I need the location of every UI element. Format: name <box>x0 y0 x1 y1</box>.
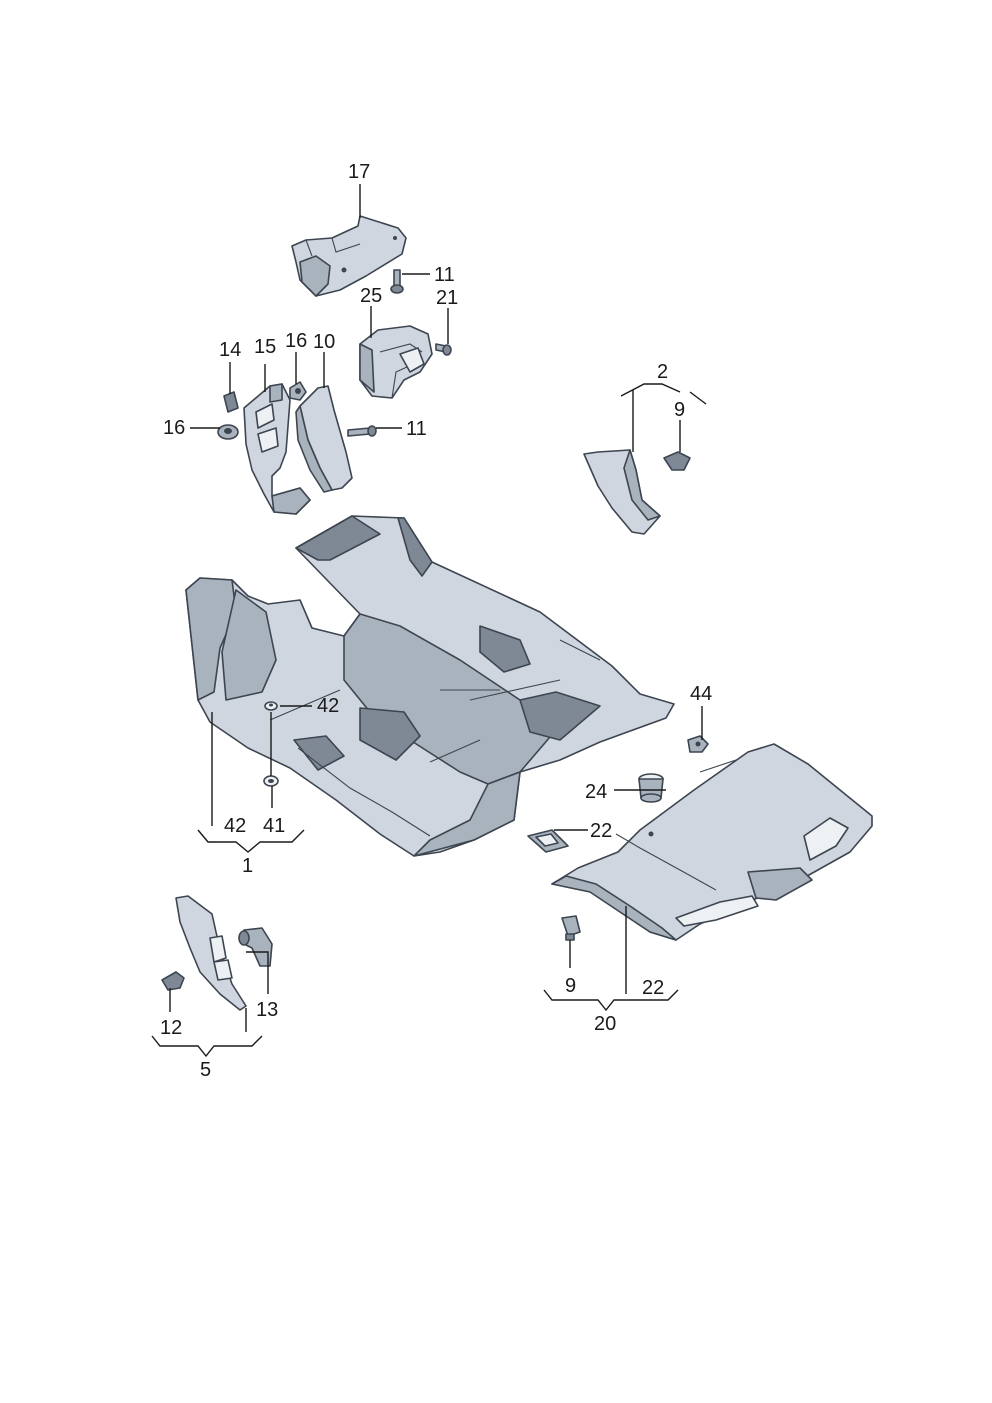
callout-10: 10 <box>313 331 335 353</box>
callout-12: 12 <box>160 1017 182 1039</box>
callout-11-mid: 11 <box>406 418 427 440</box>
part-12-clip <box>161 971 185 991</box>
leader-lines <box>151 184 707 1058</box>
part-25-bracket <box>359 325 433 399</box>
callout-5: 5 <box>200 1059 211 1081</box>
part-5-pillar-trim <box>175 895 247 1011</box>
callout-14: 14 <box>219 339 241 361</box>
callout-9-bottom: 9 <box>565 975 576 997</box>
callout-42-mid: 42 <box>317 695 339 717</box>
part-14-clip <box>223 391 239 413</box>
callout-25: 25 <box>360 285 382 307</box>
part-21-screw <box>435 343 452 356</box>
part-11-screw-mid <box>347 425 377 437</box>
part-2-pillar-trim <box>583 449 661 535</box>
part-16-nut-top <box>289 381 307 401</box>
callout-1: 1 <box>242 855 253 877</box>
part-11-screw-top <box>390 269 404 294</box>
callout-24: 24 <box>585 781 607 803</box>
callout-16-top: 16 <box>285 330 307 352</box>
part-13-grab-handle <box>238 927 273 967</box>
callout-11-top: 11 <box>434 264 455 286</box>
part-42-clip-mid <box>264 701 278 711</box>
callout-22-small: 22 <box>590 820 612 842</box>
callout-21: 21 <box>436 287 458 309</box>
callout-44: 44 <box>690 683 712 705</box>
part-16-nut-left <box>217 424 239 440</box>
callout-41: 41 <box>263 815 285 837</box>
callout-17: 17 <box>348 161 370 183</box>
part-20-luggage-floor <box>551 743 873 941</box>
part-17-shield <box>291 215 407 297</box>
callout-22-bottom: 22 <box>642 977 664 999</box>
callout-labels: 17 11 25 21 14 15 16 10 16 11 2 9 42 44 … <box>160 161 712 1081</box>
part-9-clip-right <box>663 451 691 471</box>
callout-13: 13 <box>256 999 278 1021</box>
callout-16-left: 16 <box>163 417 185 439</box>
part-24-cap <box>638 773 664 803</box>
part-15-pedal-bracket <box>243 383 311 515</box>
callout-9-right: 9 <box>674 399 685 421</box>
part-41-washer <box>263 775 279 787</box>
callout-2: 2 <box>657 361 668 383</box>
part-1-floor-carpet <box>185 515 675 857</box>
part-10-trim-panel <box>295 385 353 493</box>
callout-42-bottom: 42 <box>224 815 246 837</box>
callout-20: 20 <box>594 1013 616 1035</box>
part-44-clip <box>687 735 709 753</box>
part-9-clip-bottom <box>561 915 581 941</box>
callout-15: 15 <box>254 336 276 358</box>
part-22-small-seal <box>527 829 569 853</box>
